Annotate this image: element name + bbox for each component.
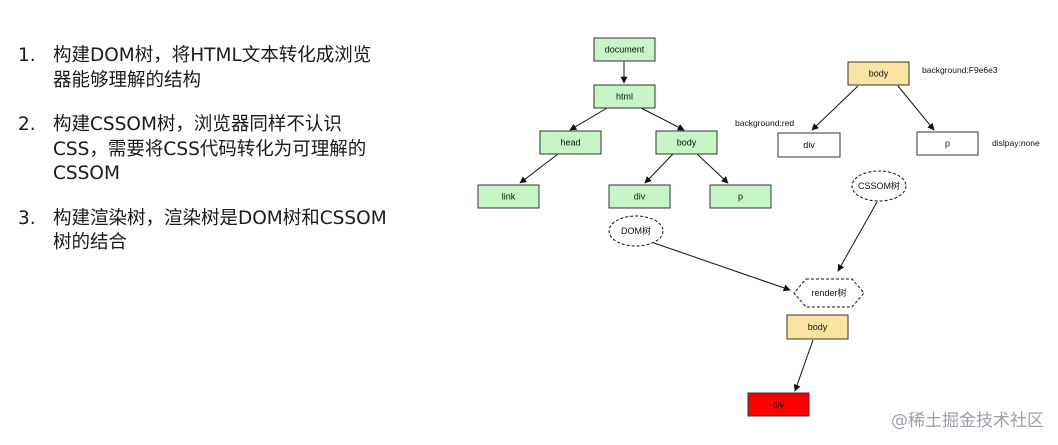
node-label: body	[869, 69, 889, 79]
dom-node-div: div	[608, 184, 671, 209]
dom-tree-edges	[519, 61, 729, 184]
node-label: div	[773, 400, 785, 410]
node-label: link	[502, 192, 516, 202]
render-tree-label: render树	[793, 278, 865, 308]
edge-body-div	[644, 153, 674, 184]
cssom-node-div: div	[777, 132, 841, 158]
node-label: body	[808, 322, 828, 332]
cssom-tree-edges	[811, 85, 935, 131]
step-number: 1.	[18, 45, 36, 66]
edge-html-body	[640, 107, 685, 131]
node-label: head	[560, 138, 580, 148]
node-label: body	[677, 138, 697, 148]
render-node-div: div	[747, 392, 810, 417]
node-label: p	[738, 192, 743, 202]
step-text: 构建CSSOM树，浏览器同样不认识CSS，需要将CSS代码转化为可理解的CSSO…	[53, 114, 367, 184]
merge-edges	[653, 201, 878, 292]
watermark-text: @稀土掘金技术社区	[891, 411, 1044, 431]
dom-node-body: body	[655, 130, 718, 155]
edge-cssom-body-div	[811, 85, 859, 131]
step-text: 构建渲染树，渲染树是DOM树和CSSOM树的结合	[53, 207, 387, 254]
edge-render-body-div	[793, 339, 814, 392]
dom-node-html: html	[593, 84, 656, 109]
step-number: 3.	[18, 207, 36, 229]
dom-node-p: p	[709, 184, 772, 209]
label-text: render树	[811, 287, 846, 298]
edge-body-p	[696, 153, 729, 184]
step-item: 1. 构建DOM树，将HTML文本转化成浏览器能够理解的结构	[18, 44, 388, 93]
label-text: CSSOM树	[858, 180, 900, 191]
style-annotation-p: dislpay:none	[992, 138, 1040, 148]
node-label: p	[945, 139, 950, 149]
step-text: 构建DOM树，将HTML文本转化成浏览器能够理解的结构	[53, 45, 372, 91]
dom-node-head: head	[539, 130, 602, 155]
dom-node-link: link	[477, 184, 540, 209]
edge-cssom-to-render	[837, 201, 878, 272]
step-item: 3. 构建渲染树，渲染树是DOM树和CSSOM树的结合	[18, 207, 388, 256]
render-node-body: body	[786, 314, 849, 340]
cssom-node-p: p	[916, 131, 979, 156]
step-item: 2. 构建CSSOM树，浏览器同样不认识CSS，需要将CSS代码转化为可理解的C…	[18, 113, 388, 187]
dom-node-document: document	[593, 37, 656, 62]
edge-head-link	[519, 153, 559, 184]
style-annotation-div: background:red	[735, 118, 794, 128]
node-label: div	[803, 140, 815, 150]
node-label: div	[634, 192, 646, 202]
edge-html-head	[569, 107, 608, 131]
cssom-node-body: body	[847, 61, 910, 86]
steps-list: 1. 构建DOM树，将HTML文本转化成浏览器能够理解的结构 2. 构建CSSO…	[18, 44, 388, 276]
style-annotation-body: background:F9e6e3	[922, 65, 998, 75]
dom-tree-label: DOM树	[608, 215, 664, 247]
node-label: html	[616, 92, 633, 102]
cssom-tree-label: CSSOM树	[851, 170, 907, 202]
edge-dom-to-render	[653, 242, 791, 292]
edge-cssom-body-p	[897, 85, 935, 131]
node-label: document	[605, 45, 645, 55]
label-text: DOM树	[621, 225, 651, 236]
step-number: 2.	[18, 114, 36, 135]
